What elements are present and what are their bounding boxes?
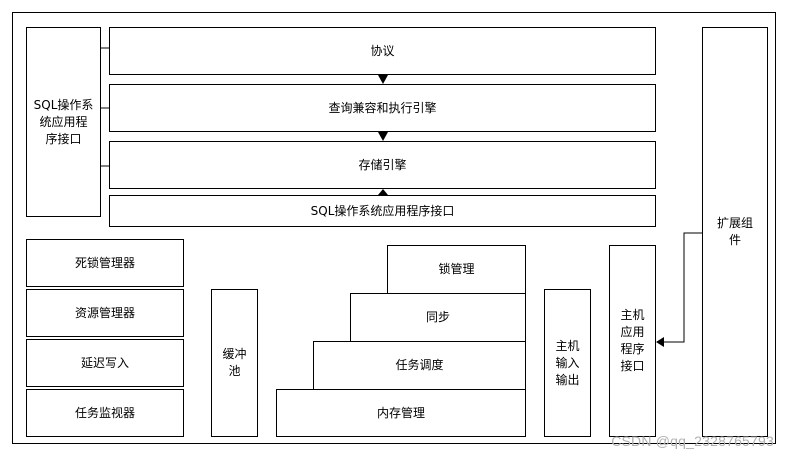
host-app-api: 主机 应用 程序 接口 — [609, 245, 656, 437]
csdn-watermark: CSDN @qq_2328765793 — [611, 433, 774, 449]
buffer-pool-label: 缓冲 池 — [222, 347, 247, 378]
memory-management-label: 内存管理 — [376, 405, 425, 420]
memory-management: 内存管理 — [276, 389, 526, 437]
sql-os-api-label: SQL操作系统应用程序接口 — [310, 203, 455, 218]
task-scheduling-label: 任务调度 — [395, 358, 444, 372]
task-monitor: 任务监视器 — [26, 389, 184, 437]
protocol-layer: 协议 — [109, 27, 656, 75]
arrow-to-hostapi — [656, 337, 664, 347]
protocol-label: 协议 — [370, 43, 395, 58]
sql-os-api-layer: SQL操作系统应用程序接口 — [109, 195, 656, 227]
arrow-protocol-query — [378, 75, 388, 84]
query-engine-layer: 查询兼容和执行引擎 — [109, 84, 656, 132]
lazy-writer: 延迟写入 — [26, 339, 184, 387]
task-monitor-label: 任务监视器 — [74, 405, 135, 420]
query-engine-label: 查询兼容和执行引擎 — [328, 100, 437, 115]
lazy-writer-label: 延迟写入 — [80, 355, 129, 370]
resource-manager-label: 资源管理器 — [74, 305, 135, 320]
host-app-api-label: 主机 应用 程序 接口 — [620, 308, 645, 373]
deadlock-manager-label: 死锁管理器 — [74, 255, 135, 270]
arrow-query-storage — [378, 132, 388, 141]
architecture-frame — [12, 12, 776, 444]
extension-component: 扩展组 件 — [702, 27, 768, 437]
sql-os-api-left: SQL操作系 统应用程 序接口 — [26, 27, 101, 217]
sql-os-api-left-label: SQL操作系 统应用程 序接口 — [33, 97, 94, 146]
synchronization-label: 同步 — [425, 310, 450, 324]
synchronization: 同步 — [350, 293, 526, 342]
connector-extension-hostapi — [662, 232, 702, 343]
buffer-pool: 缓冲 池 — [211, 289, 258, 437]
resource-manager: 资源管理器 — [26, 289, 184, 337]
host-io: 主机 输入 输出 — [544, 289, 591, 437]
extension-label: 扩展组 件 — [716, 216, 753, 247]
deadlock-manager: 死锁管理器 — [26, 239, 184, 287]
lock-manager-label: 锁管理 — [438, 262, 475, 276]
arrow-sqlapi-storage — [378, 189, 388, 195]
storage-engine-layer: 存储引擎 — [109, 141, 656, 189]
host-io-label: 主机 输入 输出 — [555, 338, 580, 387]
storage-engine-label: 存储引擎 — [358, 157, 407, 172]
